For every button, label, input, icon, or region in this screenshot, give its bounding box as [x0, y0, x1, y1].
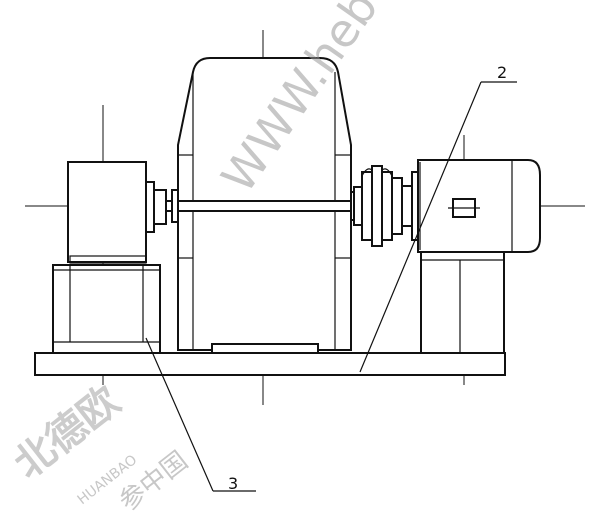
base-plate — [34, 352, 506, 376]
left-bearing-housing — [67, 161, 167, 264]
callout-3-label: 3 — [228, 474, 238, 493]
callout-2: 2 — [359, 63, 517, 373]
motor — [411, 159, 541, 253]
left-support — [52, 264, 161, 354]
coupling-pulley — [353, 165, 413, 247]
motor-pedestal — [420, 251, 505, 354]
drum-housing — [177, 57, 352, 354]
callout-2-label: 2 — [497, 63, 507, 82]
callout-3: 3 — [145, 337, 256, 493]
